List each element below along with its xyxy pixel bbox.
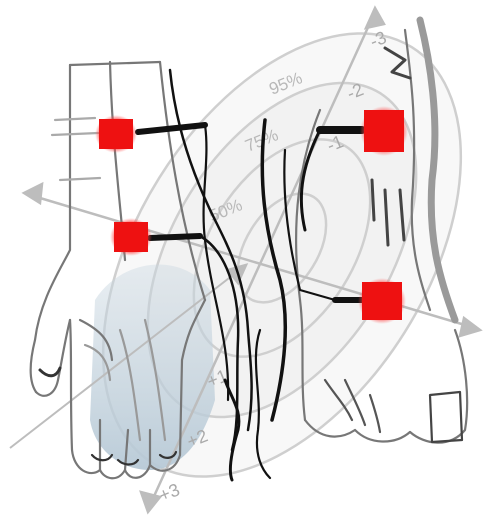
axis-main-arrow-bottom	[141, 492, 160, 512]
electrode-4-core	[362, 282, 402, 320]
electrode-3-core	[364, 110, 404, 152]
axis-cross-arrow-left	[24, 184, 42, 203]
axis-cross-arrow-right	[460, 318, 480, 336]
electrode-2-core	[114, 222, 148, 252]
electrode-1-core	[99, 119, 133, 149]
axis-main-arrow-top	[366, 8, 384, 28]
